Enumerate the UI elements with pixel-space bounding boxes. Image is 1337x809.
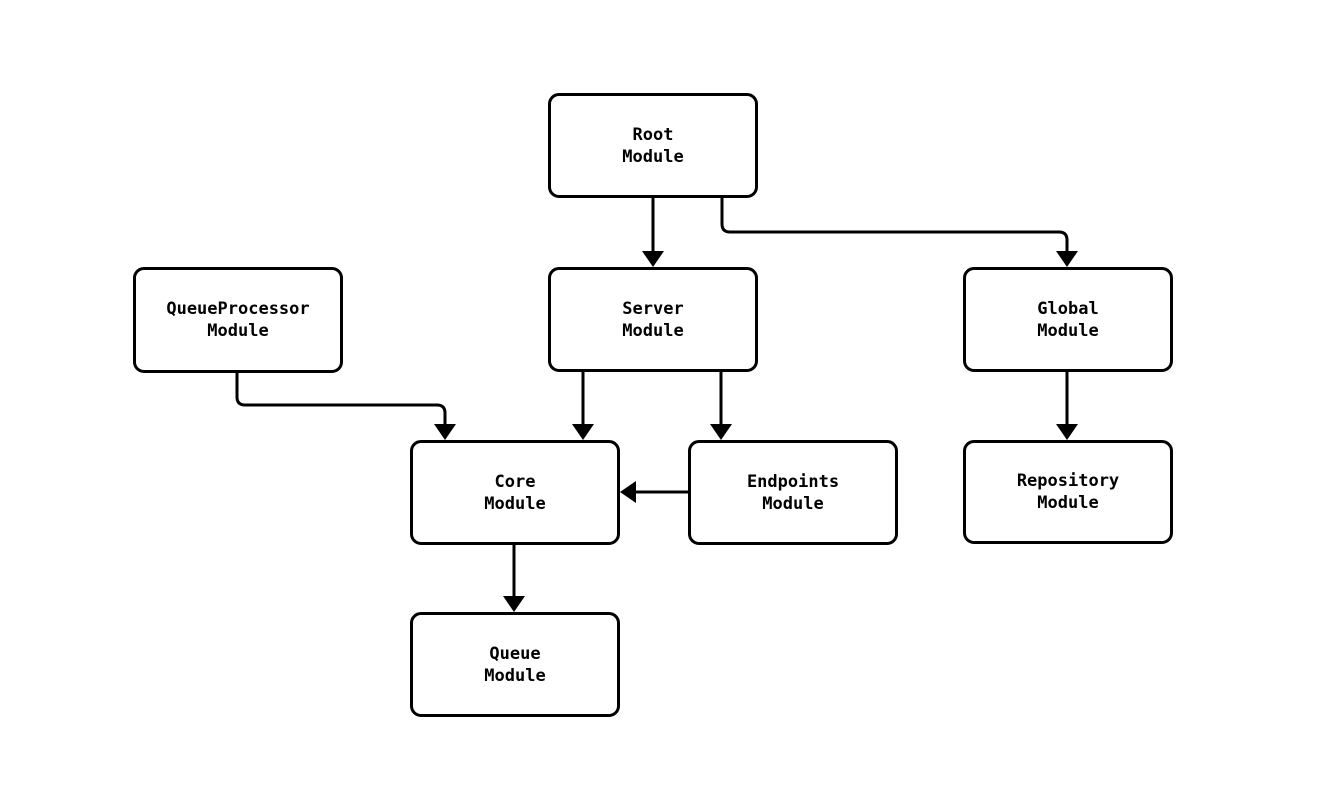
node-label-line2: Module [1037, 320, 1099, 341]
arrowhead-global-to-repository [1056, 424, 1078, 440]
arrowhead-endpoints-to-core [620, 481, 636, 503]
arrowhead-server-to-core [572, 424, 594, 440]
node-label-line2: Module [762, 493, 824, 514]
node-label-line2: Module [484, 493, 546, 514]
node-label-line1: Global [1037, 298, 1099, 319]
node-label-line1: Endpoints [746, 471, 840, 492]
node-label-line1: Root [632, 124, 674, 145]
arrowhead-root-to-global [1056, 251, 1078, 267]
node-label-line1: Queue [489, 643, 541, 664]
node-label-line2: Module [207, 321, 269, 341]
node-label-line1: QueueProcessor [166, 299, 310, 319]
node-label-line1: Core [494, 471, 536, 492]
arrowhead-server-to-endpoints [710, 424, 732, 440]
edge-root-to-global [720, 198, 1069, 251]
node-label-line2: Module [622, 320, 684, 341]
node-label-line1: Server [622, 298, 684, 319]
arrowhead-root-to-server [642, 251, 664, 267]
node-label-line1: Repository [1016, 471, 1120, 491]
arrowhead-queue-processor-to-core [434, 424, 456, 440]
node-label-line2: Module [1037, 493, 1099, 513]
node-label-line2: Module [622, 146, 684, 167]
edge-queue-processor-to-core [235, 373, 447, 424]
node-label-line2: Module [484, 665, 546, 686]
arrowhead-core-to-queue [503, 596, 525, 612]
